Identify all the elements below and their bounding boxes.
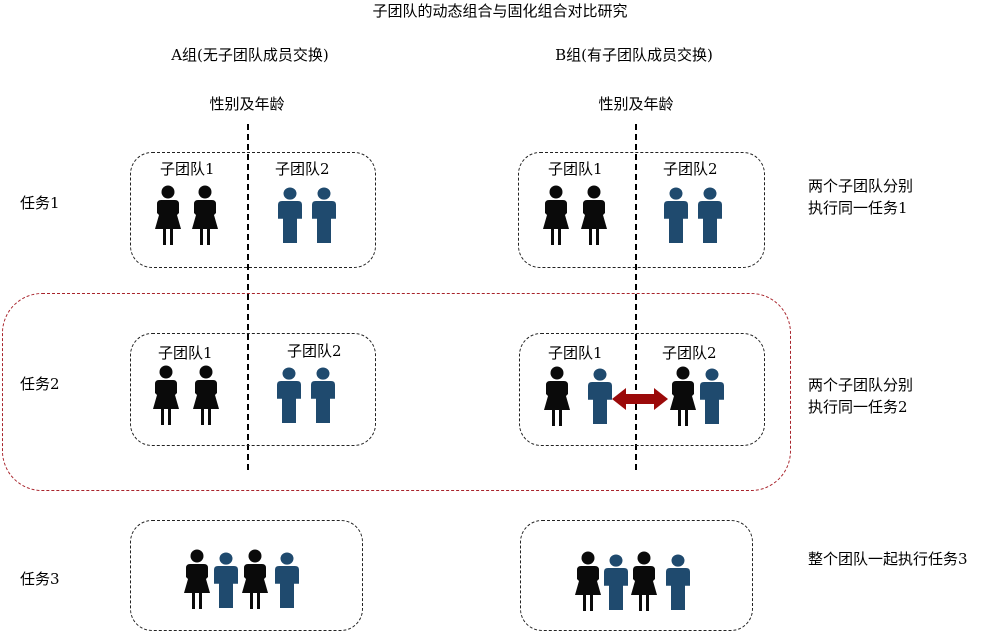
task3-group-b-box	[520, 520, 753, 631]
male-icon	[312, 187, 336, 243]
task2-description-line1: 两个子团队分别	[808, 376, 914, 394]
task3-description: 整个团队一起执行任务3	[808, 548, 968, 570]
task2-label: 任务2	[20, 375, 60, 393]
male-icon	[664, 187, 688, 243]
group-a-label: A组(无子团队成员交换)	[171, 46, 329, 64]
task1-group-b-box	[518, 152, 765, 268]
female-icon	[153, 365, 179, 425]
task3-group-a-box	[130, 520, 363, 631]
male-icon	[214, 552, 238, 608]
task2-group-b-subteam1-label: 子团队1	[548, 344, 603, 362]
group-a-divider-label: 性别及年龄	[209, 95, 285, 113]
task2-description: 两个子团队分别 执行同一任务2	[808, 374, 913, 418]
task1-group-b-subteam1-label: 子团队1	[548, 160, 603, 178]
diagram-title: 子团队的动态组合与固化组合对比研究	[372, 2, 628, 20]
male-icon	[277, 367, 301, 423]
group-a-divider-line	[247, 124, 249, 470]
female-icon	[242, 549, 268, 609]
male-icon	[666, 554, 690, 610]
male-icon	[698, 187, 722, 243]
task2-group-b-box	[519, 333, 765, 446]
female-icon	[670, 366, 696, 426]
task3-label: 任务3	[20, 570, 60, 588]
female-icon	[631, 551, 657, 611]
task1-group-a-box	[130, 152, 376, 268]
female-icon	[544, 366, 570, 426]
task1-group-a-subteam1-label: 子团队1	[160, 160, 215, 178]
task1-group-a-subteam2-label: 子团队2	[275, 160, 330, 178]
group-b-divider-line	[635, 124, 637, 470]
female-icon	[543, 185, 569, 245]
male-icon	[311, 367, 335, 423]
task3-description-line1: 整个团队一起执行任务3	[808, 550, 968, 568]
male-icon	[604, 554, 628, 610]
female-icon	[192, 185, 218, 245]
task1-label: 任务1	[20, 194, 60, 212]
female-icon	[581, 185, 607, 245]
task2-highlight-frame	[2, 293, 791, 491]
female-icon	[155, 185, 181, 245]
task2-description-line2: 执行同一任务2	[808, 398, 908, 416]
task1-description-line1: 两个子团队分别	[808, 177, 914, 195]
male-icon	[588, 368, 612, 424]
male-icon	[278, 187, 302, 243]
task2-group-a-subteam2-label: 子团队2	[287, 342, 342, 360]
male-icon	[700, 368, 724, 424]
task2-group-a-subteam1-label: 子团队1	[158, 344, 213, 362]
task1-description: 两个子团队分别 执行同一任务1	[808, 175, 913, 219]
task2-group-b-subteam2-label: 子团队2	[662, 344, 717, 362]
group-b-divider-label: 性别及年龄	[598, 95, 674, 113]
group-b-label: B组(有子团队成员交换)	[555, 46, 713, 64]
female-icon	[193, 365, 219, 425]
male-icon	[275, 552, 299, 608]
female-icon	[575, 551, 601, 611]
task1-group-b-subteam2-label: 子团队2	[663, 160, 718, 178]
female-icon	[184, 549, 210, 609]
task1-description-line2: 执行同一任务1	[808, 199, 908, 217]
task2-group-a-box	[130, 333, 376, 446]
exchange-double-arrow-icon	[612, 388, 668, 410]
